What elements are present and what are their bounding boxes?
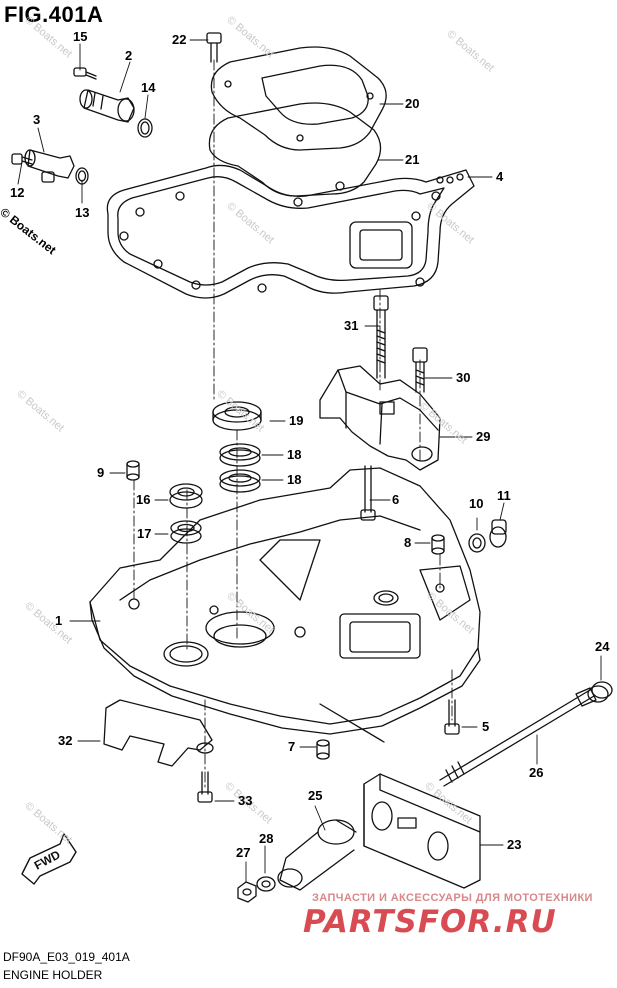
- engine-holder-1: [89, 467, 481, 743]
- callout-4: 4: [496, 169, 504, 184]
- washer-28: [256, 876, 276, 892]
- callout-25: 25: [308, 788, 323, 803]
- washer-18-lower: [219, 469, 261, 493]
- callout-17: 17: [137, 526, 152, 541]
- callout-13: 13: [75, 205, 90, 220]
- cap-24: [587, 681, 613, 703]
- nut-27: [237, 881, 257, 903]
- callout-5: 5: [482, 719, 490, 734]
- callout-2: 2: [125, 48, 133, 63]
- bolt-33: [197, 771, 213, 803]
- washer-18-upper: [219, 443, 261, 467]
- mount-25: [277, 819, 357, 891]
- bracket-29: [319, 365, 441, 471]
- callout-1: 1: [55, 613, 63, 628]
- callout-8: 8: [404, 535, 412, 550]
- bolt-6: [360, 465, 376, 521]
- washer-10: [468, 533, 486, 553]
- callout-3: 3: [33, 112, 41, 127]
- callout-10: 10: [469, 496, 484, 511]
- cover-plate-20: [210, 46, 387, 151]
- callout-6: 6: [392, 492, 400, 507]
- pin-8: [431, 534, 445, 555]
- rubber-mount-23: [363, 773, 481, 889]
- pin-9: [126, 460, 140, 481]
- callout-32: 32: [58, 733, 73, 748]
- figure-code: DF90A_E03_019_401A: [3, 950, 130, 964]
- bolt-15: [73, 67, 97, 80]
- bolt-12: [11, 153, 33, 165]
- callout-18-lower: 18: [287, 472, 302, 487]
- seal-17: [170, 520, 202, 544]
- callout-30: 30: [456, 370, 471, 385]
- figure-title: FIG.401A: [4, 2, 104, 27]
- gasket-21: [208, 102, 382, 197]
- bolt-22: [206, 32, 222, 63]
- callout-28: 28: [259, 831, 274, 846]
- callout-7: 7: [288, 739, 296, 754]
- stopper-32: [103, 699, 214, 767]
- callout-21: 21: [405, 152, 420, 167]
- gasket-4: [106, 164, 475, 299]
- shop-logo: PARTSFOR.RU: [303, 904, 557, 940]
- leader-lines: [17, 39, 602, 883]
- shop-tagline: ЗАПЧАСТИ И АКСЕССУАРЫ ДЛЯ МОТОТЕХНИКИ: [312, 892, 593, 904]
- callout-31: 31: [344, 318, 359, 333]
- callout-27: 27: [236, 845, 251, 860]
- bolt-5: [444, 699, 460, 735]
- callout-12: 12: [10, 185, 25, 200]
- callout-18-upper: 18: [287, 447, 302, 462]
- callout-29: 29: [476, 429, 491, 444]
- bearing-19: [212, 401, 262, 431]
- callout-22: 22: [172, 32, 187, 47]
- callout-11: 11: [497, 488, 511, 503]
- callout-24: 24: [595, 639, 610, 654]
- pin-7: [316, 739, 330, 760]
- callout-19: 19: [289, 413, 304, 428]
- callout-16: 16: [136, 492, 151, 507]
- bolt-30: [412, 347, 428, 393]
- oring-13: [75, 167, 89, 185]
- oring-14: [137, 118, 153, 138]
- sensor-assembly-3: [24, 149, 75, 183]
- plug-11: [489, 519, 507, 548]
- callout-20: 20: [405, 96, 420, 111]
- callout-26: 26: [529, 765, 544, 780]
- seal-16: [169, 483, 203, 509]
- sensor-assembly-2: [79, 89, 135, 123]
- figure-name: ENGINE HOLDER: [3, 968, 103, 982]
- callout-14: 14: [141, 80, 156, 95]
- callout-33: 33: [238, 793, 253, 808]
- callout-23: 23: [507, 837, 522, 852]
- callout-15: 15: [73, 29, 88, 44]
- bolt-31: [373, 295, 389, 379]
- callout-9: 9: [97, 465, 105, 480]
- through-bolt-26: [439, 687, 597, 787]
